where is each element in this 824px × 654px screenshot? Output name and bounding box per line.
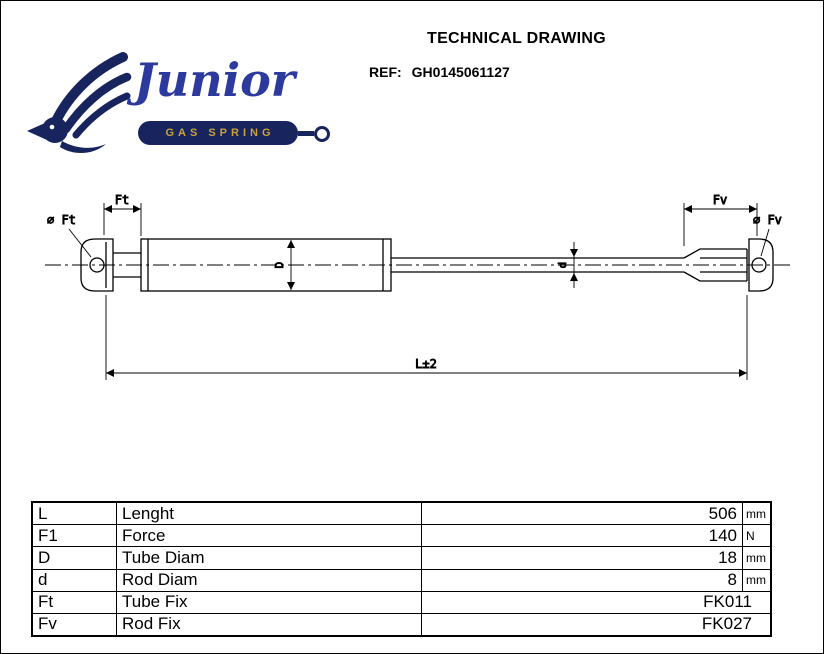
table-cell-value: 18 [422,547,743,569]
dia-tube-fix-callout: ⌀ Ft [47,213,92,258]
piston-rod [391,257,684,273]
reference-line: REF: GH0145061127 [369,64,510,80]
tube-diam-label: D [273,262,286,269]
dia-tube-fix-label: ⌀ Ft [47,213,76,227]
table-cell-name: Rod Diam [117,569,422,591]
table-cell-symbol: D [33,547,117,569]
table-cell-symbol: F1 [33,525,117,547]
ref-label: REF: [369,64,402,80]
table-cell-unit: mm [746,506,766,521]
dim-rod-diam: d [556,242,579,288]
rod-fix-fitting [748,238,774,292]
table-cell-symbol: Ft [33,591,117,613]
table-cell-value: FK027 [701,614,752,634]
dim-length: L±2 [105,295,748,380]
tube-body [140,238,392,292]
table-cell-name: Tube Diam [117,547,422,569]
table-cell-value: FK011 [703,592,752,612]
table-cell-name: Lenght [117,503,422,525]
tube-fix-label: Ft [115,193,129,207]
rod-fork [683,248,748,282]
table-cell-name: Rod Fix [117,613,422,636]
tagline-rod-shape [298,131,314,136]
table-cell-value: 506 [422,503,743,525]
tagline-eyelet-icon [314,126,330,142]
tube-fix-fitting [80,238,141,292]
dim-tube-diam: D [273,240,296,290]
page-title: TECHNICAL DRAWING [427,30,607,47]
table-cell-unit: mm [746,573,766,588]
table-cell-symbol: L [33,503,117,525]
table-cell-name: Force [117,525,422,547]
table-cell-name: Tube Fix [117,591,422,613]
table-cell-value: 8 [422,569,743,591]
rod-fix-label: Fv [713,193,727,207]
ref-value: GH0145061127 [411,64,510,80]
table-cell-unit: N [746,528,755,543]
table-cell-value: 140 [422,525,743,547]
rod-diam-label: d [556,262,569,269]
dim-tube-fix: Ft [103,193,142,236]
table-cell-symbol: Fv [33,613,117,636]
length-label: L±2 [415,357,437,371]
bird-icon [27,52,132,154]
brand-tagline: GAS SPRING [138,121,298,145]
table-cell-unit: mm [746,550,766,565]
dia-rod-fix-label: ⌀ Fv [753,213,782,227]
brand-logo: Junior GAS SPRING [26,51,330,163]
brand-name: Junior [134,53,296,107]
table-cell-symbol: d [33,569,117,591]
dim-rod-fix: Fv [683,193,758,246]
dia-rod-fix-callout: ⌀ Fv [753,213,782,257]
gas-spring-drawing: Ft Fv ⌀ Ft ⌀ Fv D d [45,193,793,380]
